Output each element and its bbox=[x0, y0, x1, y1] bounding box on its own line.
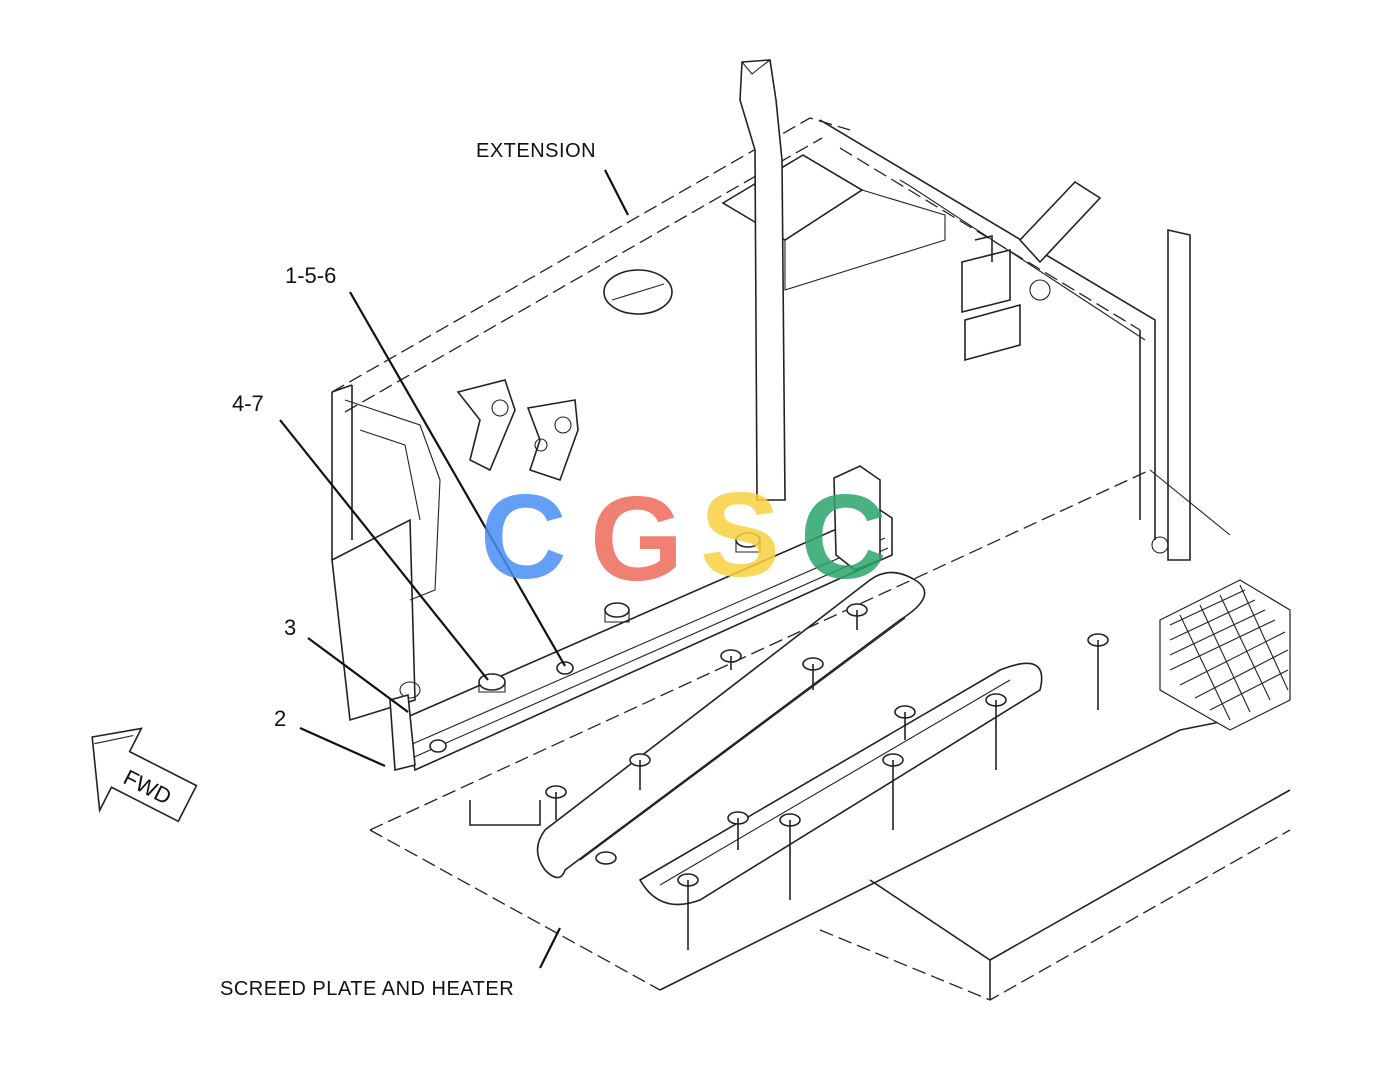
extension-frame bbox=[331, 117, 1156, 722]
label-callout-2: 2 bbox=[274, 706, 286, 731]
watermark-letter-s: S bbox=[700, 468, 780, 602]
watermark-letter-c: C bbox=[480, 470, 567, 604]
bolt-c bbox=[735, 532, 761, 553]
stud-2 bbox=[629, 753, 651, 790]
watermark-letter-g: G bbox=[590, 472, 683, 606]
stud-6 bbox=[882, 753, 904, 830]
bolt-b bbox=[604, 602, 630, 623]
leader-1-5-6 bbox=[349, 291, 566, 667]
label-extension: EXTENSION bbox=[476, 140, 596, 162]
leader-screed bbox=[539, 927, 561, 969]
label-screed-plate-and-heater: SCREED PLATE AND HEATER bbox=[220, 978, 514, 1000]
leader-3 bbox=[307, 637, 409, 713]
label-callout-3: 3 bbox=[284, 615, 296, 640]
heater-studs bbox=[545, 603, 1109, 950]
leader-4-7 bbox=[279, 419, 489, 681]
stud-10 bbox=[720, 649, 742, 670]
stud-7 bbox=[894, 705, 916, 740]
stud-9 bbox=[802, 657, 824, 690]
cgsc-watermark: C G S C bbox=[480, 468, 887, 606]
stud-4 bbox=[779, 813, 801, 900]
stud-1 bbox=[545, 785, 567, 820]
right-clamp bbox=[961, 180, 1191, 561]
bolt-e bbox=[429, 739, 447, 753]
stud-13 bbox=[595, 851, 617, 865]
stud-12 bbox=[1087, 633, 1109, 710]
stud-3 bbox=[727, 811, 749, 850]
stud-8 bbox=[985, 693, 1007, 770]
watermark-letter-c2: C bbox=[800, 470, 887, 604]
stud-5 bbox=[677, 873, 699, 950]
vertical-pipe bbox=[739, 59, 786, 501]
leader-lines bbox=[279, 169, 629, 969]
label-callout-4-7: 4-7 bbox=[232, 391, 264, 416]
heat-grate bbox=[1159, 579, 1291, 731]
leader-extension bbox=[604, 169, 629, 216]
mounting-rail bbox=[389, 465, 893, 772]
stud-11 bbox=[846, 603, 868, 630]
bolt-d bbox=[556, 661, 574, 675]
leader-2 bbox=[299, 726, 386, 768]
screed-plate bbox=[369, 469, 1291, 1001]
label-callout-1-5-6: 1-5-6 bbox=[285, 263, 336, 288]
fwd-arrow: FWD bbox=[91, 727, 198, 823]
